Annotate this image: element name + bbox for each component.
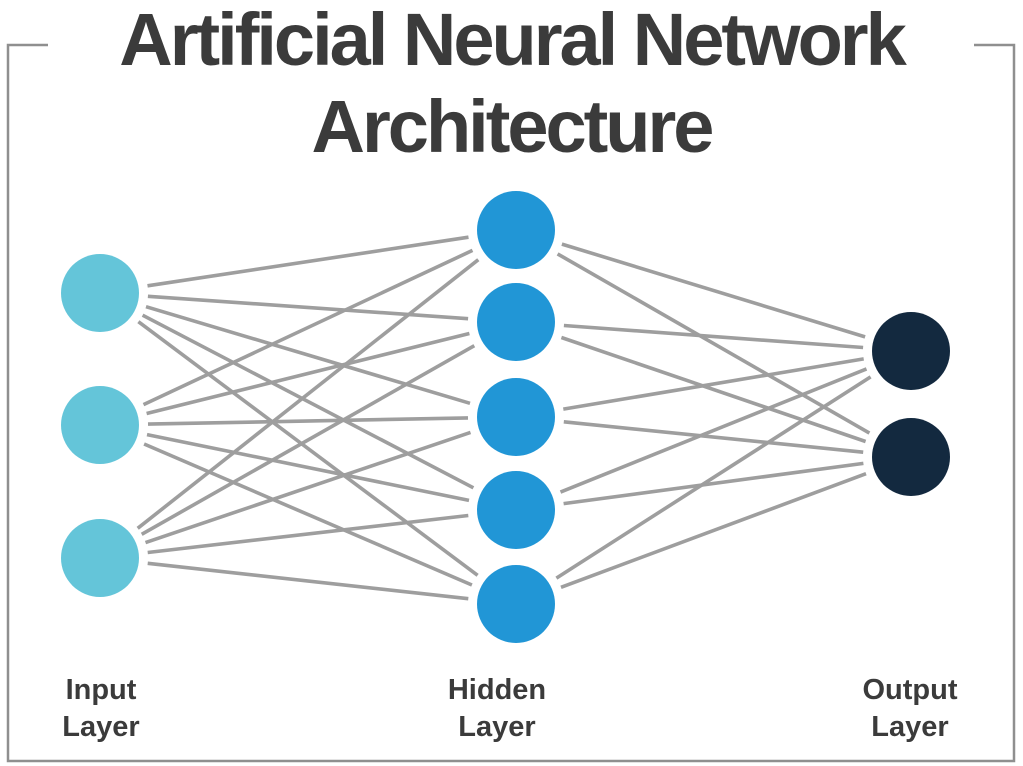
connection-line [563, 420, 864, 454]
connection-line [560, 335, 867, 444]
connection-line [559, 367, 868, 494]
input-node [61, 386, 139, 464]
connection-line [144, 430, 472, 545]
connection-line [563, 357, 864, 411]
hidden-node [477, 471, 555, 549]
connection-line [561, 242, 866, 339]
input-node [61, 519, 139, 597]
connection-line [555, 375, 872, 580]
hidden-layer-label: Hidden Layer [447, 674, 547, 743]
connection-line [147, 416, 469, 426]
input-layer-label: Input Layer [62, 674, 140, 743]
output-node [872, 418, 950, 496]
hidden-node [477, 378, 555, 456]
connection-line [137, 320, 479, 577]
connection-line [136, 258, 480, 530]
border-frame [6, 43, 1016, 763]
connection-line [147, 294, 469, 321]
connection-line [142, 248, 474, 407]
page-title: Artificial Neural Network Architecture [0, 0, 1023, 170]
output-node [872, 312, 950, 390]
nodes-group [61, 191, 950, 643]
connection-line [563, 461, 864, 506]
connection-line [141, 313, 475, 490]
connection-line [560, 472, 867, 589]
hidden-node [477, 283, 555, 361]
connection-line [556, 252, 871, 435]
connection-line [140, 344, 476, 536]
connection-line [147, 235, 469, 288]
connection-line [146, 331, 470, 416]
input-node [61, 254, 139, 332]
connection-line [145, 304, 471, 406]
connection-line [147, 561, 469, 601]
hidden-node [477, 565, 555, 643]
output-layer-label: Output Layer [862, 674, 958, 743]
connection-line [146, 432, 470, 503]
connection-line [147, 513, 469, 555]
page-title-line1: Artificial Neural Network [119, 0, 906, 81]
connections-group [136, 235, 872, 601]
hidden-node [477, 191, 555, 269]
page-title-line2: Architecture [311, 85, 715, 168]
connection-line [563, 323, 864, 350]
connection-line [143, 442, 473, 587]
